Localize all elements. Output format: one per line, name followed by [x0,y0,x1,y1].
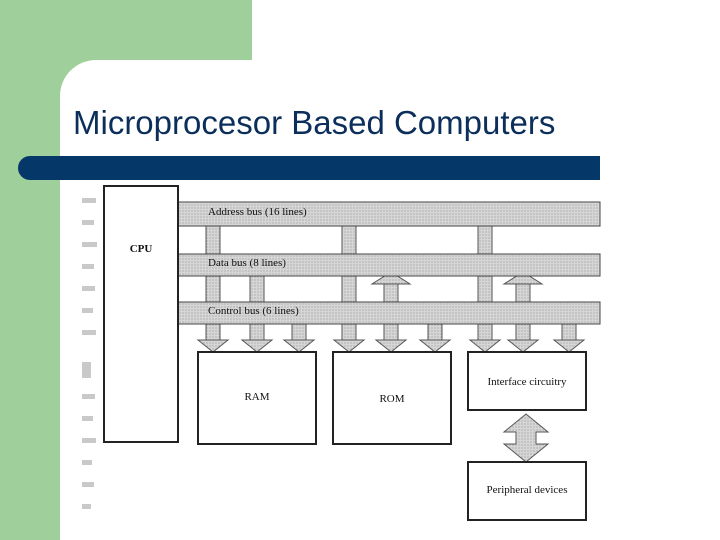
bus-diagram: Address bus (16 lines) Data bus (8 lines… [80,180,607,540]
scan-edge-marks [82,198,97,509]
address-bus-label: Address bus (16 lines) [208,206,307,218]
ram-block: RAM [197,351,317,445]
interface-peripheral-arrow [502,413,550,463]
ram-label: RAM [244,391,269,403]
data-bus-label: Data bus (8 lines) [208,257,286,269]
rom-block: ROM [332,351,452,445]
rom-label: ROM [379,393,404,405]
interface-label: Interface circuitry [487,376,567,388]
peripheral-block: Peripheral devices [467,461,587,521]
arrow-heads [196,271,586,353]
cpu-block: CPU [103,185,179,443]
interface-block: Interface circuitry [467,351,587,411]
slide-title: Microprocesor Based Computers [73,104,556,141]
title-underline-bar [18,156,600,180]
address-bus: Address bus (16 lines) [177,201,601,227]
control-bus: Control bus (6 lines) [177,301,601,325]
control-bus-label: Control bus (6 lines) [208,305,299,317]
peripheral-label: Peripheral devices [487,484,568,496]
cpu-label: CPU [130,243,153,255]
data-bus: Data bus (8 lines) [177,253,601,277]
